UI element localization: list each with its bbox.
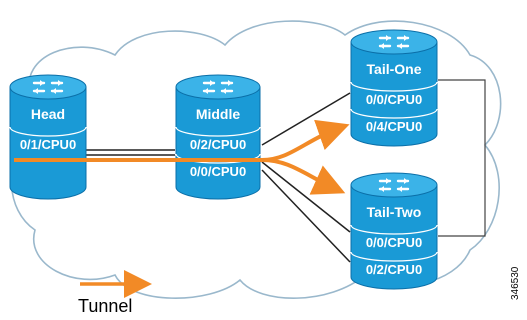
router-tail-two: Tail-Two 0/0/CPU0 0/2/CPU0 bbox=[350, 172, 438, 290]
router-arrows-icon bbox=[378, 35, 410, 49]
routers: Head0/1/CPU0Middle0/2/CPU00/0/CPU0Tail-O… bbox=[9, 29, 438, 290]
router-body bbox=[9, 86, 87, 200]
interface-label: 0/4/CPU0 bbox=[366, 119, 422, 134]
router-arrows-icon bbox=[32, 80, 64, 94]
interface-divider bbox=[350, 81, 438, 92]
figure-id: 346530 bbox=[510, 266, 521, 300]
router-name: Head bbox=[31, 106, 65, 122]
router-name: Tail-Two bbox=[367, 204, 422, 220]
router-name: Middle bbox=[196, 106, 241, 122]
router-tail-one: Tail-One 0/0/CPU0 0/4/CPU0 bbox=[350, 29, 438, 147]
interface-divider bbox=[350, 108, 438, 119]
interface-divider bbox=[350, 251, 438, 262]
router-top bbox=[350, 29, 438, 55]
link-tailone-tailtwo bbox=[438, 79, 486, 237]
interface-divider bbox=[9, 126, 87, 137]
router-top bbox=[9, 74, 87, 100]
interface-label: 0/0/CPU0 bbox=[366, 235, 422, 250]
interface-divider bbox=[350, 224, 438, 235]
router-name: Tail-One bbox=[367, 61, 422, 77]
legend: Tunnel bbox=[78, 270, 152, 316]
router-head: Head 0/1/CPU0 bbox=[9, 74, 87, 200]
router-body bbox=[350, 41, 438, 147]
link-middle-tailtwo-1 bbox=[261, 161, 351, 233]
legend-tunnel-label: Tunnel bbox=[78, 296, 132, 316]
router-top bbox=[175, 74, 261, 100]
link-middle-tailtwo-2 bbox=[261, 169, 351, 263]
interface-label: 0/2/CPU0 bbox=[190, 137, 246, 152]
router-arrows-icon bbox=[202, 80, 234, 94]
interface-label: 0/1/CPU0 bbox=[20, 137, 76, 152]
tunnel-to-tail-two bbox=[261, 158, 346, 195]
router-top bbox=[350, 172, 438, 198]
tunnel-path bbox=[14, 119, 350, 195]
interface-label: 0/2/CPU0 bbox=[366, 262, 422, 277]
router-body bbox=[175, 86, 261, 200]
interface-label: 0/0/CPU0 bbox=[366, 92, 422, 107]
router-arrows-icon bbox=[378, 178, 410, 192]
interface-divider bbox=[175, 126, 261, 137]
link-middle-tailone bbox=[261, 92, 351, 146]
router-middle: Middle 0/2/CPU0 0/0/CPU0 bbox=[175, 74, 261, 200]
links bbox=[80, 79, 486, 263]
interface-divider bbox=[175, 153, 261, 164]
router-body bbox=[350, 184, 438, 290]
interface-label: 0/0/CPU0 bbox=[190, 164, 246, 179]
